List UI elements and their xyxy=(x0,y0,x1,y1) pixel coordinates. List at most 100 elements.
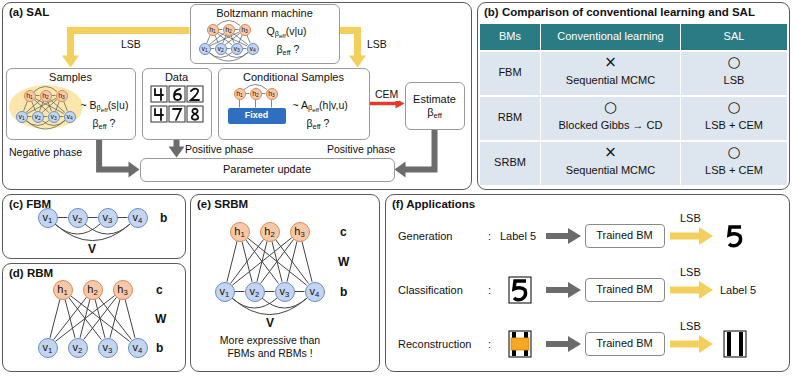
subscript: 2 xyxy=(229,29,232,34)
connector-line xyxy=(227,241,237,282)
visible-unit: v4 xyxy=(305,282,325,302)
digit-stroke xyxy=(729,227,741,246)
subscript: eff xyxy=(433,110,441,119)
digit-stroke xyxy=(191,89,199,100)
connector-line xyxy=(243,48,247,49)
connector xyxy=(58,217,68,218)
table-cell xyxy=(480,97,540,140)
subscript: 3 xyxy=(245,29,248,34)
parameter-label: c xyxy=(156,283,163,297)
connector-line xyxy=(211,48,215,49)
connector-line xyxy=(232,298,307,314)
connector-line xyxy=(405,130,435,170)
digit-tile xyxy=(169,86,185,102)
digit-tile xyxy=(187,106,203,122)
subscript: 4 xyxy=(315,290,319,299)
connector-line xyxy=(70,296,129,342)
parameter-label: V xyxy=(88,242,96,256)
node-text: v4 xyxy=(310,286,320,297)
connector xyxy=(219,29,223,30)
arrow-head xyxy=(129,162,140,178)
table-cell xyxy=(541,52,680,95)
connector xyxy=(243,48,247,49)
subscript: 2 xyxy=(221,48,224,53)
node-text: βeff ? xyxy=(277,43,300,55)
subscript: 1 xyxy=(213,29,216,34)
connector-line xyxy=(262,93,266,94)
node-text: h3 xyxy=(241,26,248,33)
connector-line xyxy=(60,116,64,117)
edge-label: Negative phase xyxy=(8,146,83,159)
panel-title: (b) Comparison of conventional learning … xyxy=(484,6,755,19)
connector xyxy=(271,100,272,108)
subscript: 3 xyxy=(108,216,112,225)
image-ground xyxy=(724,223,746,249)
table-cell: Sequential MCMC xyxy=(541,164,680,177)
connector-line xyxy=(52,95,56,96)
visible-unit: v1 xyxy=(38,208,58,228)
hidden-unit: h1 xyxy=(53,280,73,300)
subscript: 1 xyxy=(48,346,52,355)
edge-label: Positive phase xyxy=(326,143,396,156)
table-symbol: ○ xyxy=(681,99,787,116)
connector xyxy=(232,298,307,314)
subscript: 3 xyxy=(54,116,57,121)
edge-label: CEM xyxy=(374,88,399,101)
process-box: Samples~ Bβeff(s|u)βeff ?h1h2h3v1v2v3v4 xyxy=(6,68,136,140)
table-symbol: × xyxy=(541,54,680,71)
table-header-cell xyxy=(541,24,680,50)
table-symbol: ○ xyxy=(681,144,787,161)
connector xyxy=(340,31,367,68)
connector-line xyxy=(36,95,40,96)
connector-line xyxy=(246,93,250,94)
node-text: Qβeff(v|u) xyxy=(267,25,307,37)
node-text: Parameter update xyxy=(223,163,311,176)
process-box: Boltzmann machineQβeff(v|u)βeff ?h1h2h3v… xyxy=(190,4,340,64)
node-text: v4 xyxy=(133,342,143,353)
node-text: Trained BM xyxy=(596,283,652,296)
table-symbol: ○ xyxy=(681,54,787,71)
node-text: v1 xyxy=(43,342,53,353)
connector xyxy=(395,130,435,178)
digit-stroke xyxy=(173,109,181,120)
table-cell: SRBM xyxy=(480,156,540,169)
node-text: v2 xyxy=(73,212,83,223)
node-text: v1 xyxy=(18,113,24,120)
connector xyxy=(295,291,305,292)
subscript: 2 xyxy=(78,346,82,355)
connector-line xyxy=(118,217,128,218)
node-text: v1 xyxy=(43,212,53,223)
connector-line xyxy=(239,35,242,43)
connector xyxy=(239,100,240,108)
subscript: 2 xyxy=(46,95,49,100)
digit-tile xyxy=(151,106,167,122)
masked-image xyxy=(509,331,531,357)
lsb-arrow xyxy=(670,287,700,294)
connector xyxy=(50,299,60,338)
arrow-head xyxy=(568,336,581,352)
node-text: h2 xyxy=(225,26,232,33)
input-arrow xyxy=(546,233,569,239)
visible-unit: v3 xyxy=(48,111,60,123)
image-frame xyxy=(724,331,746,357)
input-arrow xyxy=(546,341,569,347)
subscript: 4 xyxy=(138,346,142,355)
node-text: v3 xyxy=(103,212,113,223)
image-frame xyxy=(509,331,531,357)
subscript: 1 xyxy=(63,288,67,297)
hidden-unit: h3 xyxy=(113,280,133,300)
connector-line xyxy=(71,31,190,57)
node-text: Trained BM xyxy=(596,229,652,242)
digit-stroke xyxy=(174,89,181,100)
table-cell xyxy=(480,52,540,95)
node-text: h3 xyxy=(117,284,127,295)
connector-line xyxy=(370,102,397,106)
node-text: Estimate βeff xyxy=(408,93,462,118)
parameter-label: b xyxy=(340,285,347,299)
connector xyxy=(287,241,297,282)
connector-line xyxy=(24,101,28,111)
node-text: Conditional Samples xyxy=(219,71,369,84)
subscript: 2 xyxy=(270,230,274,239)
table-symbol: ○ xyxy=(541,99,680,116)
connector-line xyxy=(99,140,129,170)
